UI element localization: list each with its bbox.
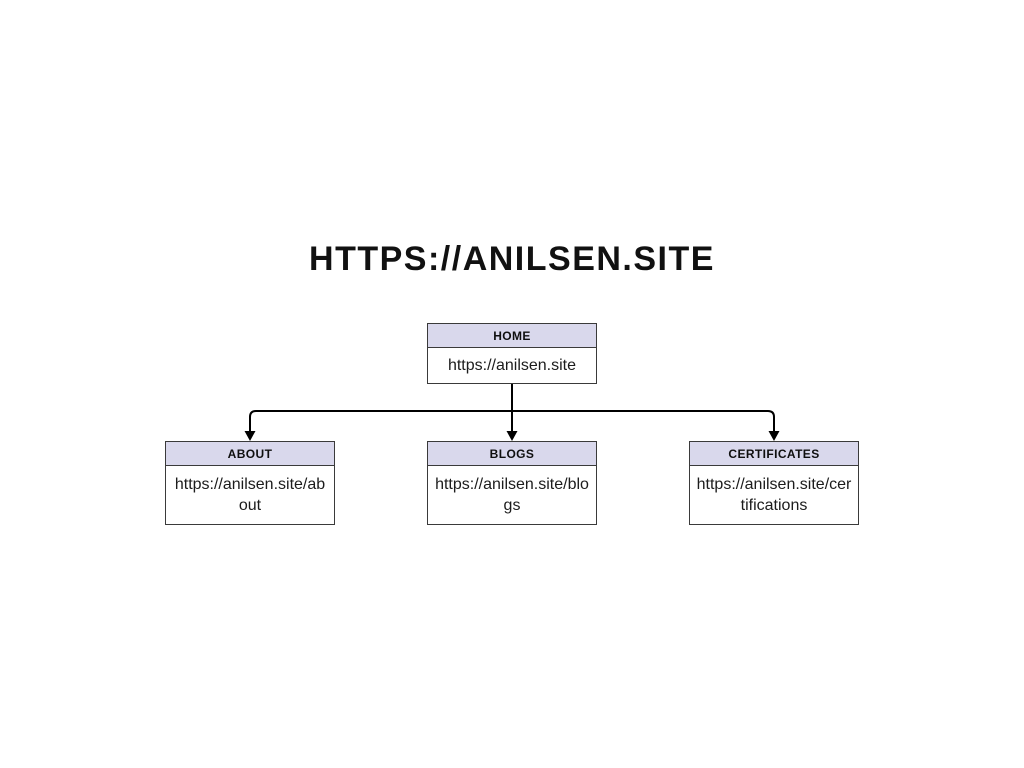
node-certificates-header: CERTIFICATES <box>690 442 858 466</box>
node-home-header: HOME <box>428 324 596 348</box>
node-home: HOME https://anilsen.site <box>427 323 597 384</box>
node-blogs-header: BLOGS <box>428 442 596 466</box>
node-about: ABOUT https://anilsen.site/about <box>165 441 335 525</box>
arrow-down-icon <box>768 431 780 441</box>
node-about-url: https://anilsen.site/about <box>174 476 326 514</box>
node-certificates-label: CERTIFICATES <box>728 446 820 461</box>
node-about-label: ABOUT <box>227 446 273 461</box>
node-blogs: BLOGS https://anilsen.site/blogs <box>427 441 597 525</box>
node-home-label: HOME <box>493 328 531 343</box>
node-certificates: CERTIFICATES https://anilsen.site/certif… <box>689 441 859 525</box>
node-blogs-label: BLOGS <box>489 446 535 461</box>
node-blogs-url: https://anilsen.site/blogs <box>435 476 589 514</box>
node-certificates-url: https://anilsen.site/certifications <box>696 476 852 514</box>
arrow-down-icon <box>506 431 518 441</box>
node-home-url: https://anilsen.site <box>447 357 577 374</box>
node-about-header: ABOUT <box>166 442 334 466</box>
arrow-down-icon <box>244 431 256 441</box>
page-title: HTTPS://ANILSEN.SITE <box>309 240 715 278</box>
